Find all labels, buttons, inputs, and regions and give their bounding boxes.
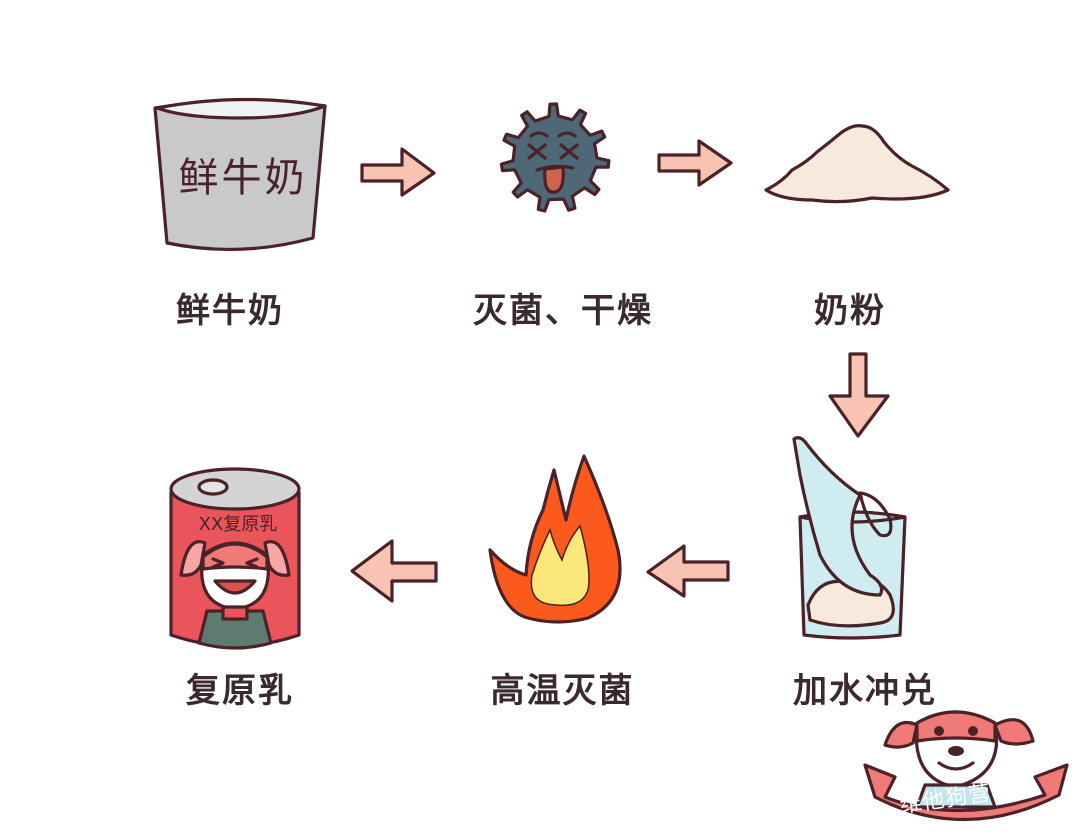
dead-germ-icon <box>499 102 611 213</box>
step-label-milk-powder: 奶粉 <box>814 291 886 331</box>
bucket-text: 鲜牛奶 <box>178 155 308 201</box>
water-glass-icon <box>792 436 907 640</box>
milk-can-icon <box>169 467 301 650</box>
powder-pile-icon <box>764 124 950 204</box>
can-text: XX复原乳 <box>198 514 278 535</box>
arrow-left-icon <box>350 539 438 603</box>
arrow-right-icon <box>657 139 733 187</box>
arrow-right-icon <box>360 147 436 197</box>
arrow-down-icon <box>828 352 890 438</box>
fire-icon <box>488 454 622 624</box>
step-label-add-water: 加水冲兑 <box>793 671 937 711</box>
step-label-sterilize-dry: 灭菌、干燥 <box>473 291 653 331</box>
milk-bucket-icon <box>153 97 327 251</box>
step-label-fresh-milk: 鲜牛奶 <box>176 291 284 331</box>
arrow-left-icon <box>646 544 730 598</box>
step-label-high-temp-sterilize: 高温灭菌 <box>490 671 635 711</box>
step-label-reconstituted-milk: 复原乳 <box>186 671 294 711</box>
dog-mascot-icon <box>863 710 1069 822</box>
